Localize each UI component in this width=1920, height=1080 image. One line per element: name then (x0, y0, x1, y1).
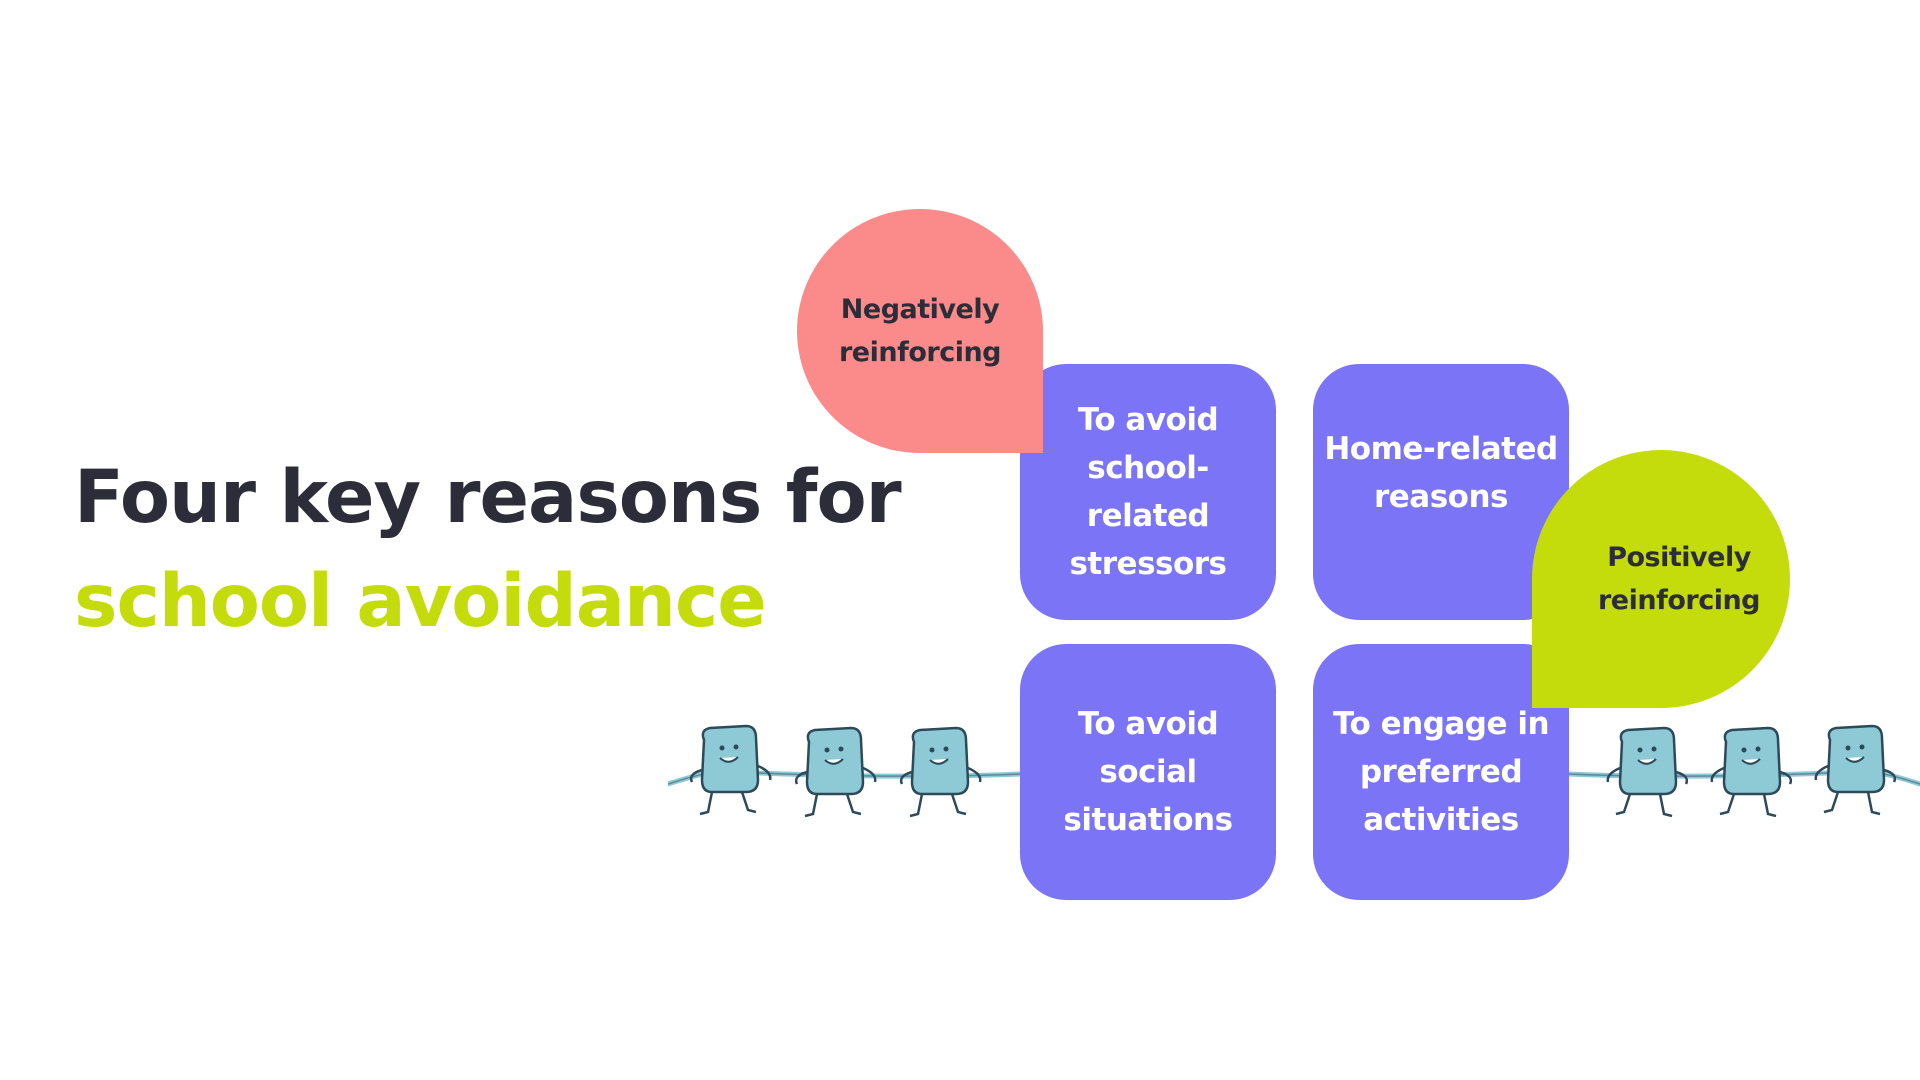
reason-text: To avoid (1077, 706, 1219, 742)
reason-tile-home-related: Home-related reasons (1313, 364, 1569, 620)
bubble-text: Negatively (840, 294, 1000, 325)
reason-text: social (1099, 754, 1197, 790)
character-6 (1814, 724, 1897, 816)
tug-of-war-right-illustration (1568, 724, 1920, 818)
character-5 (1710, 726, 1793, 818)
reason-text: situations (1063, 802, 1233, 838)
negative-reinforcement-bubble: Negatively reinforcing (797, 209, 1043, 453)
page-title: Four key reasons for school avoidance (74, 446, 902, 654)
reason-text: activities (1363, 802, 1519, 838)
character-4 (1606, 726, 1689, 818)
character-3 (899, 726, 982, 818)
reason-text: Home-related (1324, 431, 1558, 467)
character-2 (794, 726, 877, 818)
positive-reinforcement-bubble: Positively reinforcing (1532, 450, 1790, 708)
reason-tile-school-stressors: To avoid school-related stressors (1020, 364, 1276, 620)
reason-text: stressors (1069, 546, 1227, 582)
title-line-2-highlight: school avoidance (74, 559, 767, 644)
reason-text: To engage in (1332, 706, 1550, 742)
reason-tile-preferred-activities: To engage in preferred activities (1313, 644, 1569, 900)
bubble-text: Positively (1607, 542, 1751, 573)
title-line-1: Four key reasons for (74, 455, 902, 540)
tug-of-war-left-illustration (668, 724, 1020, 818)
bubble-text: reinforcing (1597, 585, 1761, 616)
reason-text: To avoid (1077, 402, 1219, 438)
bubble-text: reinforcing (838, 337, 1002, 368)
reason-text: reasons (1373, 479, 1509, 515)
reason-tile-social-situations: To avoid social situations (1020, 644, 1276, 900)
reason-text: school-related (1086, 450, 1210, 534)
reason-text: preferred (1359, 754, 1523, 790)
character-1 (689, 724, 772, 816)
